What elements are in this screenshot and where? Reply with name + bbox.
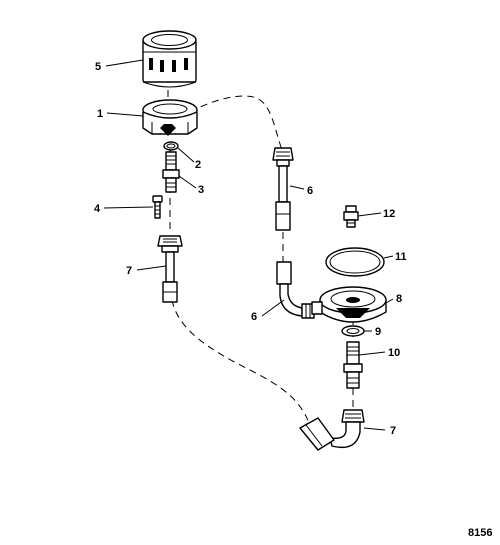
callout-3: 3 xyxy=(198,184,204,196)
callout-8: 8 xyxy=(396,293,402,305)
oil-hose-lower-part xyxy=(276,261,315,319)
gasket-ring-part xyxy=(325,247,385,277)
oil-hose-upper-part xyxy=(272,147,294,231)
callout-6-lower: 6 xyxy=(251,311,257,323)
callout-2: 2 xyxy=(195,159,201,171)
oil-hose-left-part xyxy=(157,235,183,303)
callout-6-upper: 6 xyxy=(307,185,313,197)
callout-1: 1 xyxy=(97,108,103,120)
hose-route-lower xyxy=(171,299,311,426)
callout-9: 9 xyxy=(375,326,381,338)
callout-10: 10 xyxy=(388,347,400,359)
oil-hose-curved-part xyxy=(299,409,365,451)
callout-7-lower: 7 xyxy=(390,425,396,437)
callout-5: 5 xyxy=(95,61,101,73)
screw-part xyxy=(152,195,163,219)
hose-route-upper xyxy=(189,95,283,151)
oil-filter-part xyxy=(142,30,197,88)
remote-adapter-part xyxy=(311,286,387,323)
threaded-fitting-part xyxy=(343,341,363,389)
callout-12: 12 xyxy=(383,208,395,220)
callout-7-upper: 7 xyxy=(126,265,132,277)
filter-adapter-part xyxy=(142,99,198,136)
leader-lines xyxy=(103,59,394,431)
o-ring-part xyxy=(163,141,179,151)
small-fitting-part xyxy=(343,205,359,228)
callout-11: 11 xyxy=(395,251,407,263)
o-ring-small-part xyxy=(341,325,365,337)
nipple-fitting-part xyxy=(162,151,180,193)
figure-id: 8156 xyxy=(468,527,492,539)
callout-4: 4 xyxy=(94,203,101,215)
callout-labels: 5 1 2 3 4 7 6 6 12 11 8 9 10 7 8156 xyxy=(94,61,492,539)
routing-lines xyxy=(167,90,354,426)
